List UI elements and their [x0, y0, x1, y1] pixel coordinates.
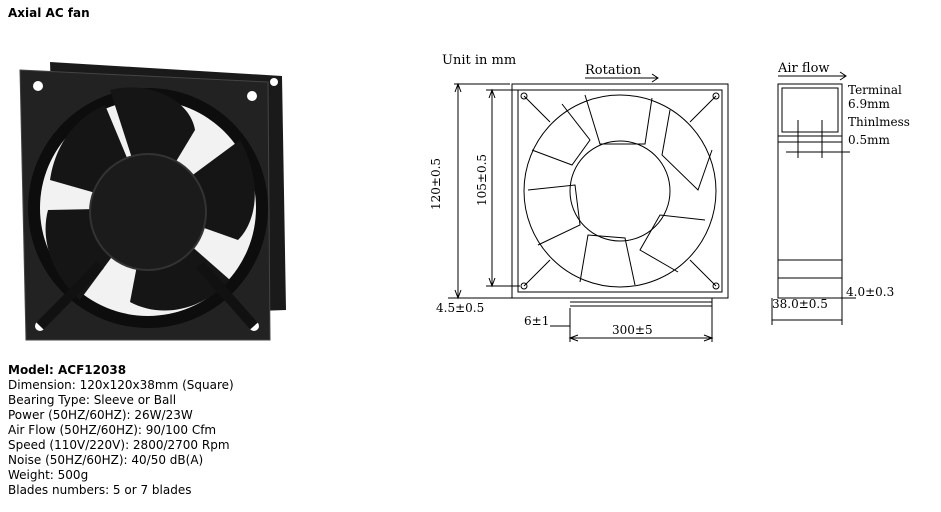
terminal-line-4: 0.5mm: [848, 133, 890, 147]
dim-120: 120±0.5: [429, 158, 443, 210]
dim-4-0: 4.0±0.3: [846, 285, 894, 299]
mount-hole: [270, 78, 278, 86]
mount-hole: [247, 91, 257, 101]
spec-bearing: Bearing Type: Sleeve or Ball: [8, 393, 177, 407]
page-title: Axial AC fan: [8, 6, 90, 20]
dim-6: 6±1: [524, 314, 549, 328]
spec-blades: Blades numbers: 5 or 7 blades: [8, 483, 192, 497]
technical-drawing: Unit in mm Rotation 12: [429, 53, 910, 342]
airflow-label: Air flow: [777, 61, 830, 76]
fan-photo: [19, 62, 286, 341]
dim-38: 38.0±0.5: [772, 297, 828, 311]
terminal-line-2: 6.9mm: [848, 97, 890, 111]
spec-weight: Weight: 500g: [8, 468, 89, 482]
unit-label: Unit in mm: [442, 53, 516, 68]
spec-power: Power (50HZ/60HZ): 26W/23W: [8, 408, 193, 422]
terminal-line-3: Thinlmess: [848, 115, 910, 129]
front-view: [511, 83, 729, 299]
mount-hole: [33, 81, 43, 91]
fan-hub: [89, 153, 207, 271]
spec-dimension: Dimension: 120x120x38mm (Square): [8, 378, 234, 392]
spec-list: Model: ACF12038 Dimension: 120x120x38mm …: [8, 363, 234, 498]
side-view: [777, 83, 850, 299]
rotation-label: Rotation: [585, 63, 642, 78]
spec-noise: Noise (50HZ/60HZ): 40/50 dB(A): [8, 453, 204, 467]
dim-4-5: 4.5±0.5: [436, 301, 484, 315]
spec-speed: Speed (110V/220V): 2800/2700 Rpm: [8, 438, 230, 452]
spec-airflow: Air Flow (50HZ/60HZ): 90/100 Cfm: [8, 423, 217, 437]
model-name: Model: ACF12038: [8, 363, 127, 377]
terminal-line-1: Terminal: [848, 83, 902, 97]
dim-300: 300±5: [612, 323, 653, 337]
dim-105: 105±0.5: [475, 154, 489, 206]
